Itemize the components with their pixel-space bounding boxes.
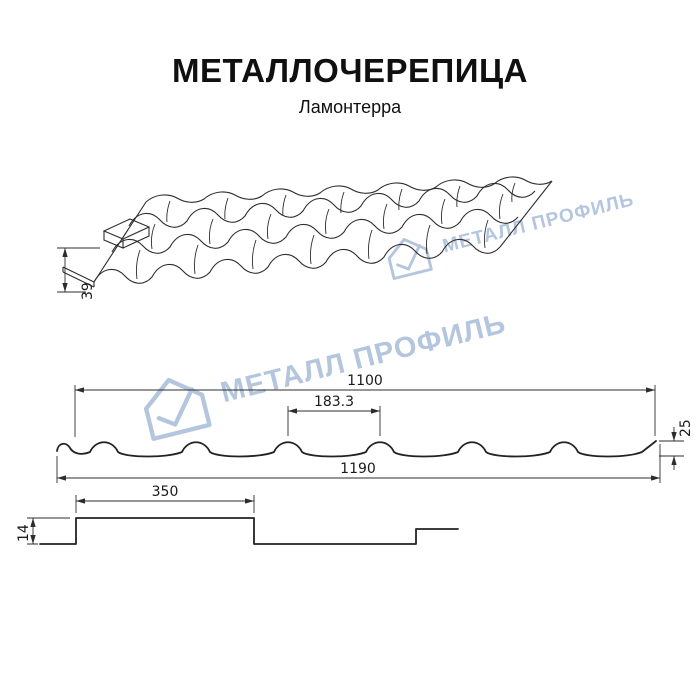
sheet-right-edge bbox=[499, 180, 553, 248]
watermark-small: МЕТАЛЛ ПРОФИЛЬ bbox=[379, 177, 640, 286]
metal-profile-logo-icon bbox=[387, 237, 433, 280]
tile-column-curves-row2 bbox=[150, 193, 504, 250]
header: МЕТАЛЛОЧЕРЕПИЦА Ламонтерра bbox=[0, 52, 700, 118]
witness-lines bbox=[287, 406, 381, 436]
tile-row-edge-2 bbox=[111, 208, 519, 254]
sheet-left-edge bbox=[93, 201, 147, 283]
witness-lines bbox=[75, 495, 255, 513]
longitudinal-section-view: 350 14 bbox=[16, 484, 459, 545]
dimension-profile-height: 25 bbox=[659, 419, 694, 470]
dim-label-1190: 1190 bbox=[340, 461, 376, 477]
profile-outline bbox=[56, 440, 657, 458]
dimension-step-height: 14 bbox=[16, 517, 70, 545]
page-title: МЕТАЛЛОЧЕРЕПИЦА bbox=[172, 52, 528, 89]
eave-edge bbox=[62, 266, 95, 288]
cross-section-view: 1100 183.3 25 1190 bbox=[56, 373, 694, 483]
overlap-step-profile bbox=[39, 517, 459, 545]
dim-label-1100: 1100 bbox=[347, 373, 383, 389]
dim-label-25: 25 bbox=[678, 419, 694, 437]
dimension-module-length: 350 bbox=[75, 484, 255, 513]
dimension-wave-pitch: 183.3 bbox=[287, 394, 381, 436]
witness-lines bbox=[659, 440, 684, 457]
dimension-eave-height: 39 bbox=[57, 247, 100, 300]
page-subtitle: Ламонтерра bbox=[298, 97, 402, 117]
dimension-cover-width: 1100 bbox=[74, 373, 656, 437]
perspective-view: 39 bbox=[57, 176, 553, 300]
tile-top-edge bbox=[145, 176, 553, 203]
batten-detail bbox=[102, 218, 151, 249]
tile-column-curves-row1 bbox=[135, 219, 489, 280]
watermark-large: МЕТАЛЛ ПРОФИЛЬ bbox=[131, 288, 514, 449]
metal-profile-logo-icon bbox=[143, 377, 212, 441]
tile-column-curves-row3 bbox=[166, 182, 516, 223]
dim-label-14: 14 bbox=[16, 524, 32, 542]
dim-label-350: 350 bbox=[152, 484, 179, 500]
dimension-overall-width: 1190 bbox=[56, 444, 661, 483]
dim-label-39: 39 bbox=[80, 282, 96, 300]
tile-row-edge-3 bbox=[128, 182, 536, 228]
witness-lines bbox=[74, 385, 656, 437]
dim-label-183: 183.3 bbox=[314, 394, 354, 410]
tile-row-edge-1 bbox=[93, 238, 501, 284]
